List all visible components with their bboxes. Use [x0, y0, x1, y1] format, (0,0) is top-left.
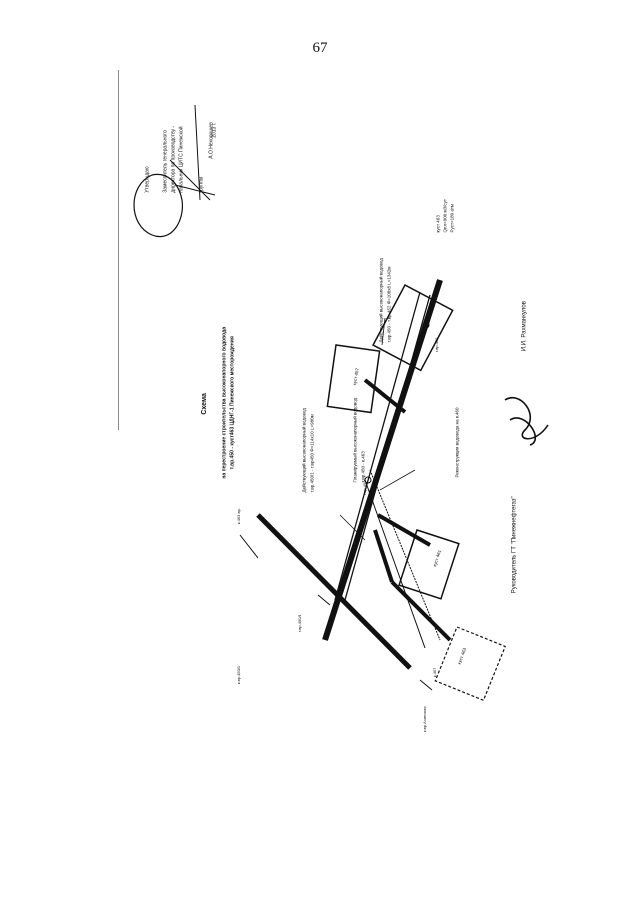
tick-left-2	[317, 594, 331, 606]
conduit-planned-thin-2	[364, 479, 426, 649]
label-small-4: к.вр.Ачинская	[421, 706, 427, 733]
label-small-2: к.вр.450/1	[235, 665, 241, 685]
pad-460	[372, 283, 454, 372]
label-small-3: к.457	[431, 667, 437, 678]
conduit-main-upper	[322, 279, 443, 641]
manager-title: Руководитель ГТ "Пинежнефтегаз"	[511, 496, 518, 594]
pointer-line-2	[339, 514, 366, 541]
label-existing-conduit-right-1: Действующий высоконапорный водовод	[378, 258, 384, 343]
pad-457	[326, 344, 381, 414]
pad-463-dashed	[434, 626, 506, 702]
label-cluster-info-3: Руст=180 атм	[449, 204, 455, 233]
label-node-lower: т.вр.450	[361, 480, 367, 496]
valve-marker-upper	[422, 321, 430, 329]
label-existing-conduit-left-2: т.вр.450/1 - т.вр450 Ф=114х10 L=980м	[309, 414, 315, 493]
page-number: 67	[312, 40, 328, 56]
approval-year: 2013 г.	[211, 122, 218, 138]
approval-line-1: Утверждаю	[144, 166, 151, 193]
approval-line-2: Заместитель генерального	[162, 130, 169, 193]
scheme-title: Схема	[201, 393, 209, 415]
label-cluster-info-2: Qпл=900 м3/сут	[442, 199, 448, 233]
tick-bottom-1	[419, 679, 433, 691]
label-cluster-info-1: куст 463	[435, 215, 441, 233]
conduit-main-diagonal	[256, 513, 412, 670]
label-node-left: т.вр.450/1	[296, 614, 302, 633]
conduit-branch-461	[377, 513, 431, 547]
conduit-existing-thin-a	[344, 294, 431, 601]
approval-underline	[194, 104, 201, 201]
scan-edge-line	[118, 70, 119, 430]
scheme-subtitle-1: на перестроение строительства высоконапо…	[221, 326, 228, 479]
approval-line-4: начальник ЦИТС Пинежской	[178, 126, 185, 193]
manager-name: И.И. Рахманкулов	[521, 301, 528, 352]
conduit-existing-thin-b	[334, 291, 421, 601]
conduit-branch-460b	[390, 580, 452, 642]
label-node-upper: т.вр.452	[433, 337, 439, 353]
manager-signature	[504, 397, 549, 446]
pad-461	[398, 529, 460, 600]
label-existing-conduit-left-1: Действующий высоконапорный водовод	[301, 408, 307, 493]
valve-marker-middle	[364, 476, 372, 484]
label-planned-conduit-1: Планируемый высоконапорный водовод	[352, 397, 358, 483]
valve-marker-lower	[369, 489, 375, 495]
approval-signature	[169, 159, 216, 201]
approval-scribble	[133, 173, 184, 238]
conduit-branch-460	[373, 529, 394, 583]
approval-line-5: группы	[198, 176, 205, 193]
scheme-subtitle-2: т.вр.450 - куст463 ЦДНГ-1 Пинежского мес…	[229, 336, 236, 470]
conduit-planned-thin	[369, 469, 441, 641]
label-reconstructed-conduit: Реконструкция водовода на к.460	[454, 407, 460, 478]
approval-line-3: директора по производству -	[170, 125, 177, 193]
label-existing-conduit-right-2: т.вр.450 - т.вр.452 Ф=108х8 L=1342м	[386, 266, 392, 343]
pointer-line-1	[379, 469, 416, 491]
label-small-1: к.463 вр.	[235, 508, 241, 525]
tick-left-1	[239, 534, 259, 559]
